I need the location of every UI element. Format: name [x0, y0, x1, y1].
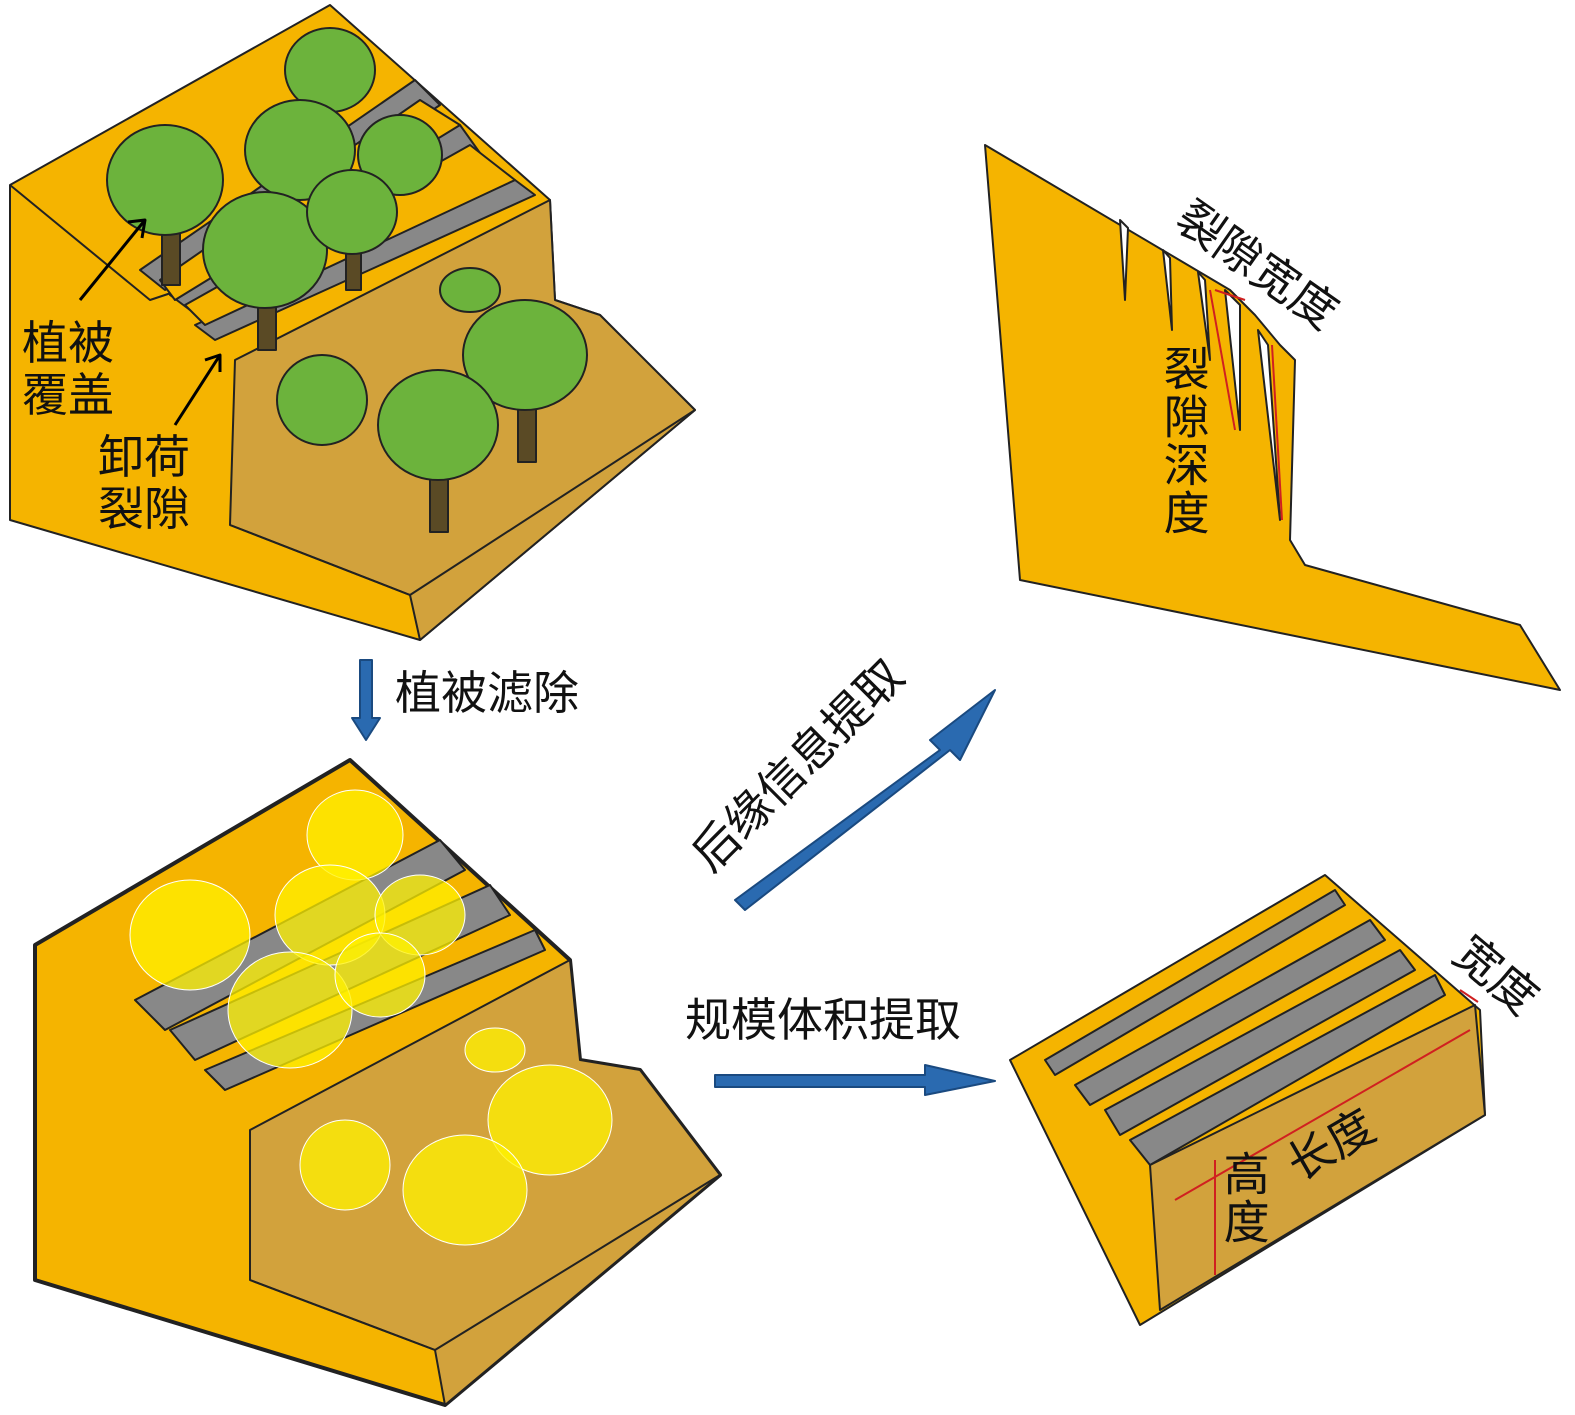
label-height: 高度: [1216, 1150, 1271, 1246]
label-scale-volume-extract: 规模体积提取: [685, 993, 961, 1047]
label-unloading-crack: 卸荷 裂隙: [98, 430, 190, 536]
crack-profile: [984, 144, 1561, 691]
ghost-trees: [129, 789, 613, 1246]
slope-filtered: [33, 758, 722, 1407]
trees: [106, 27, 588, 533]
diagonal-arrow: [734, 689, 996, 911]
down-arrow: [351, 659, 381, 741]
label-vegetation-cover: 植被 覆盖: [22, 316, 114, 422]
annotation-arrows: [78, 218, 222, 426]
slope-with-vegetation: [9, 4, 696, 641]
label-crack-depth: 裂隙深度: [1156, 345, 1211, 537]
right-arrow: [714, 1064, 996, 1096]
crack-block: [1009, 874, 1486, 1326]
measure-lines: [1209, 289, 1283, 521]
label-vegetation-filter: 植被滤除: [395, 666, 579, 720]
